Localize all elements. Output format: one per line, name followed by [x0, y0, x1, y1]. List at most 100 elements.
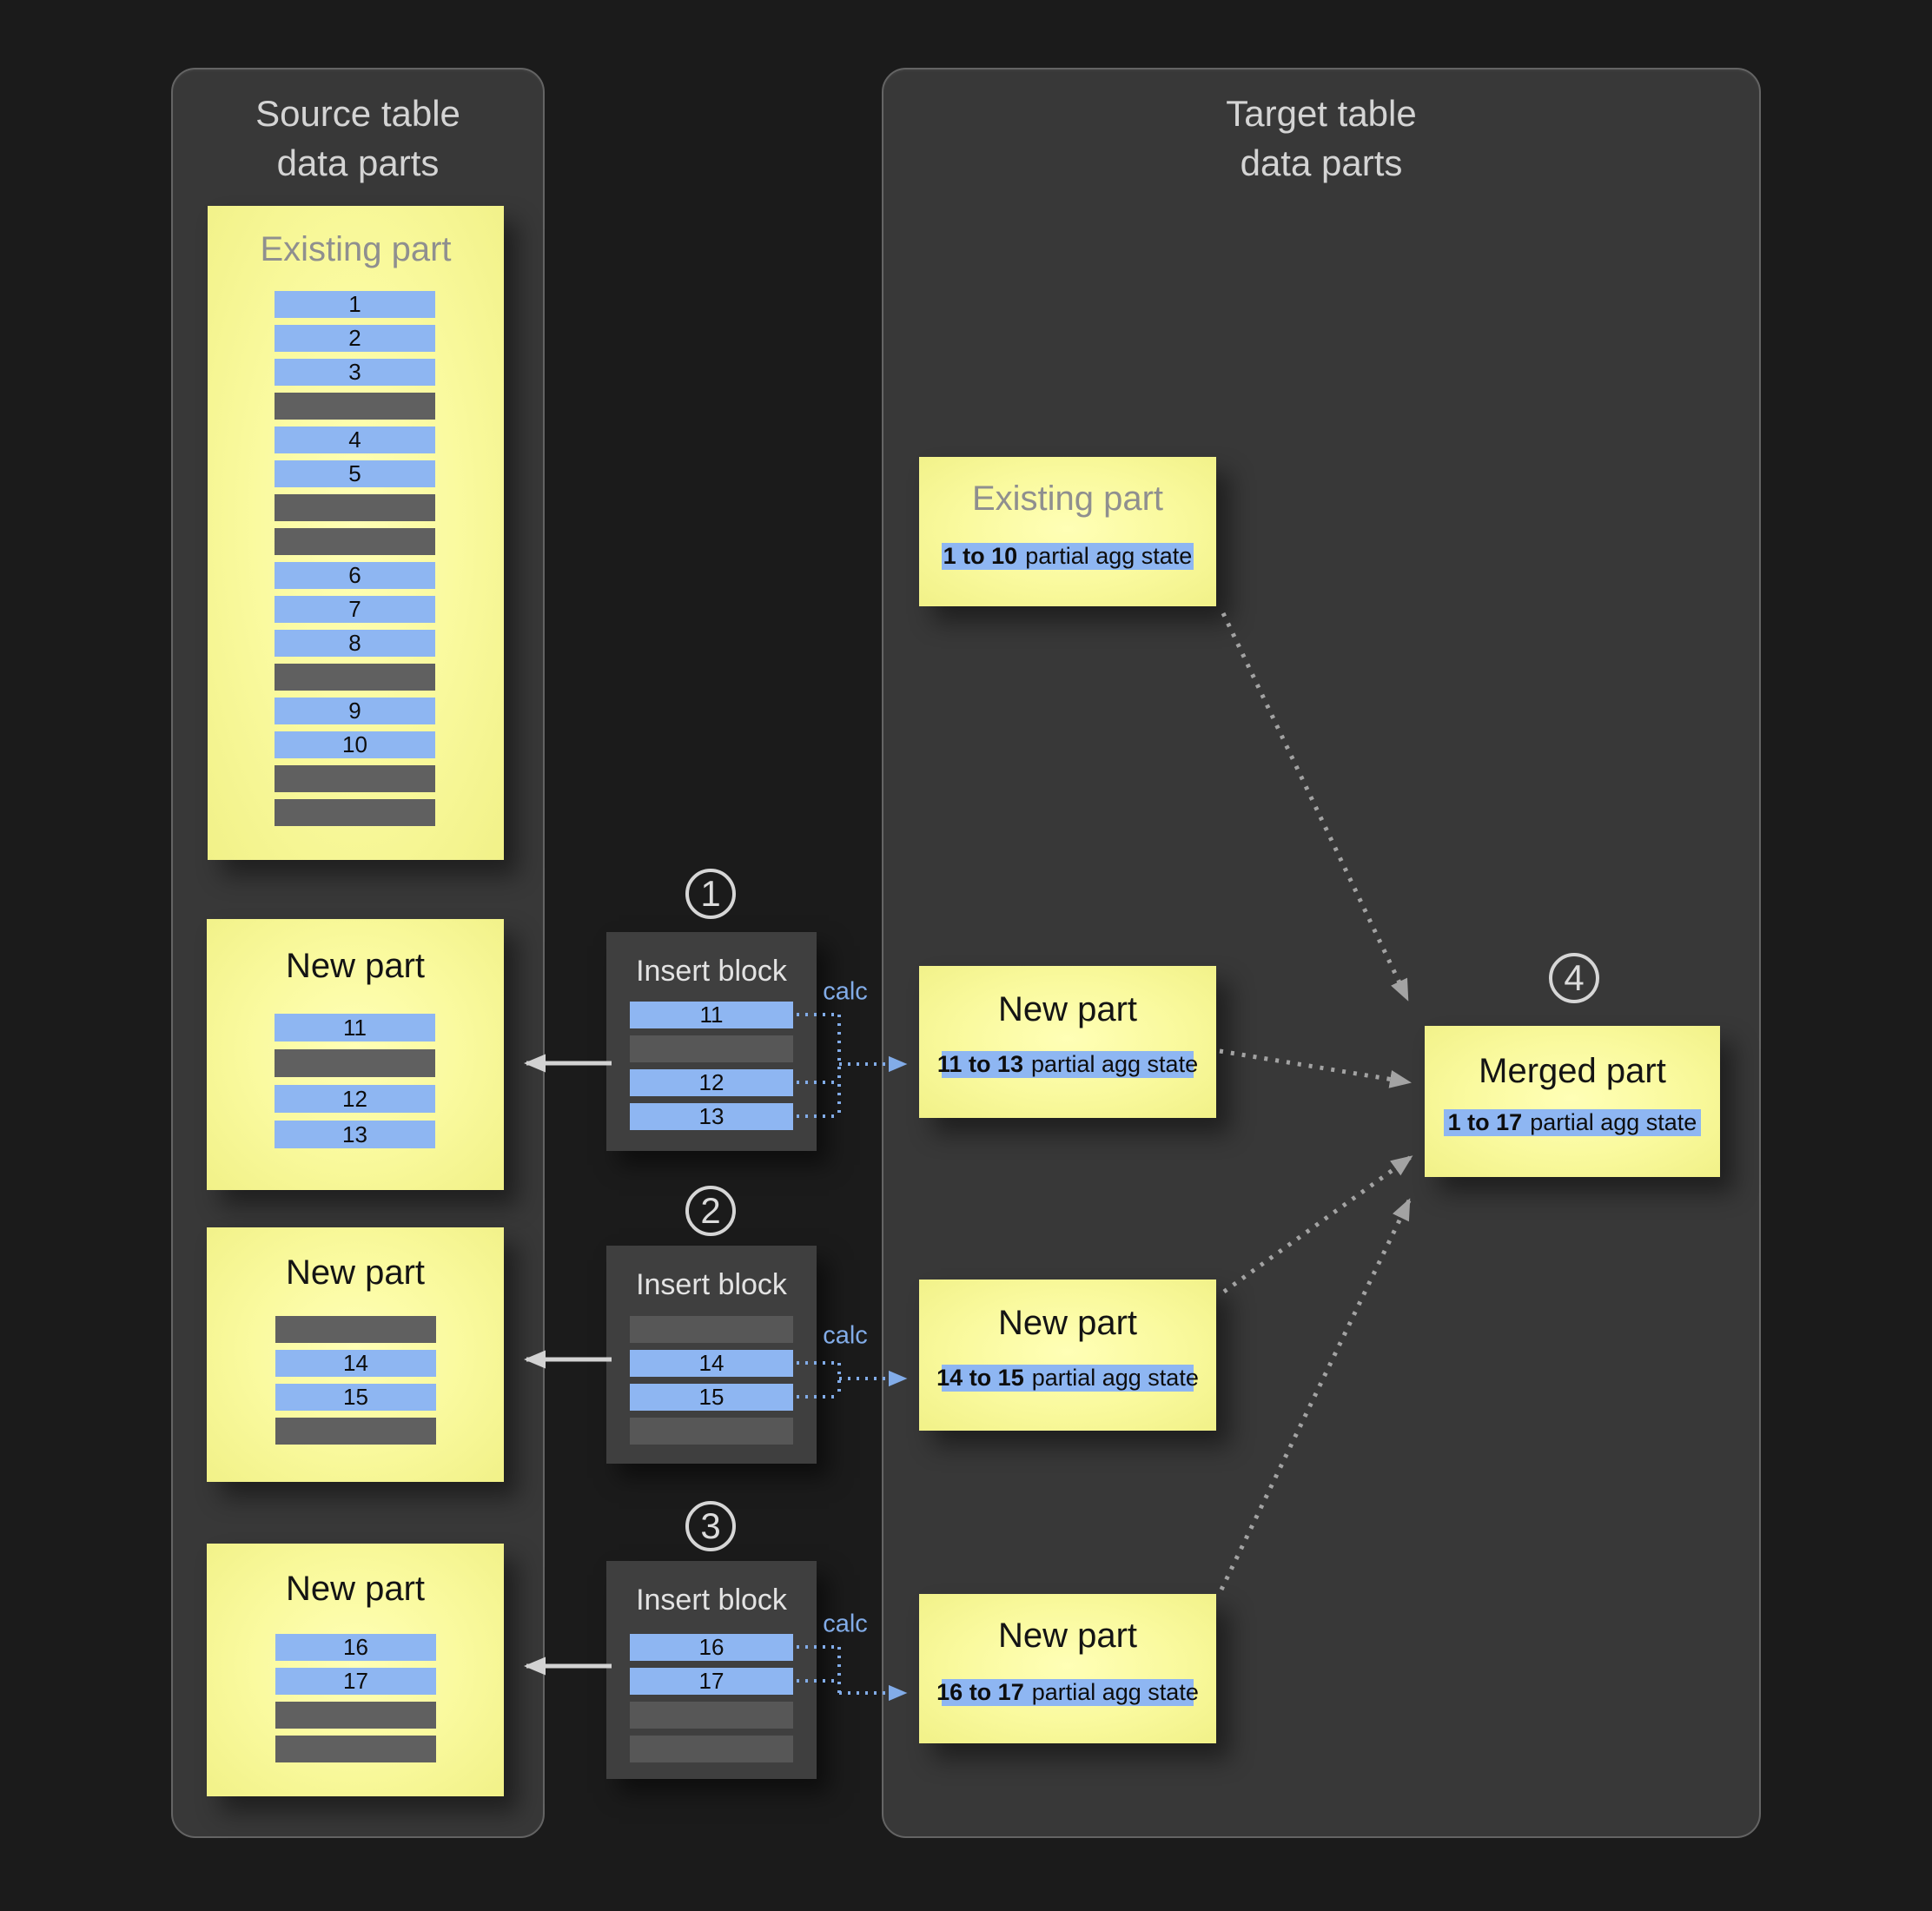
data-row: 2 [275, 325, 435, 352]
data-row: 5 [275, 460, 435, 487]
data-row: 1 [275, 291, 435, 318]
empty-row [275, 393, 435, 420]
merged-part-state: 1 to 17 partial agg state [1444, 1109, 1701, 1136]
data-row: 11 [630, 1002, 793, 1028]
target-new-part-3: New part 16 to 17 partial agg state [919, 1594, 1216, 1743]
agg-state-label: partial agg state [1031, 1679, 1199, 1705]
data-row: 11 [275, 1014, 435, 1041]
target-new-part-2: New part 14 to 15 partial agg state [919, 1280, 1216, 1431]
agg-range: 1 to 17 [1447, 1109, 1523, 1135]
merged-part-title: Merged part [1479, 1052, 1666, 1090]
empty-row [275, 765, 435, 792]
empty-row [630, 1702, 793, 1729]
data-row: 17 [275, 1668, 436, 1695]
source-new-part-3-title: New part [285, 1570, 426, 1608]
source-existing-part: Existing part 1 2 3 4 5 6 7 8 9 10 [208, 206, 504, 860]
calc-label-3: calc [823, 1610, 868, 1638]
step-2-badge: 2 [685, 1186, 736, 1236]
empty-row [275, 1316, 436, 1343]
data-row: 16 [275, 1634, 436, 1661]
agg-state-label: partial agg state [1530, 1109, 1697, 1135]
data-row: 8 [275, 630, 435, 657]
calc-label-1: calc [823, 977, 868, 1006]
data-row: 6 [275, 562, 435, 589]
target-new-part-3-state: 16 to 17 partial agg state [936, 1679, 1199, 1706]
data-row: 7 [275, 596, 435, 623]
source-new-part-1: New part 11 12 13 [207, 919, 504, 1190]
data-row: 16 [630, 1634, 793, 1661]
insert-block-1-rows: 11 12 13 [630, 1002, 793, 1130]
target-panel-title-line2: data parts [1240, 142, 1403, 183]
source-panel-title-line2: data parts [276, 142, 440, 183]
source-panel-title-line1: Source table [255, 93, 460, 134]
agg-state-label: partial agg state [1030, 1051, 1199, 1077]
source-existing-part-title: Existing part [260, 230, 452, 268]
target-new-part-1: New part 11 to 13 partial agg state [919, 966, 1216, 1118]
step-1-badge: 1 [685, 869, 736, 919]
empty-row [630, 1418, 793, 1445]
target-existing-part-state: 1 to 10 partial agg state [942, 543, 1194, 570]
source-panel-title: Source table data parts [173, 89, 543, 188]
agg-state-label: partial agg state [1025, 543, 1193, 569]
empty-row [275, 799, 435, 826]
target-existing-part-title: Existing part [971, 479, 1164, 518]
data-row: 17 [630, 1668, 793, 1695]
insert-block-1-title: Insert block [636, 955, 787, 988]
target-new-part-2-state: 14 to 15 partial agg state [936, 1365, 1199, 1392]
agg-range: 14 to 15 [936, 1365, 1024, 1391]
target-existing-part: Existing part 1 to 10 partial agg state [919, 457, 1216, 606]
empty-row [630, 1736, 793, 1762]
data-row: 12 [275, 1085, 435, 1113]
data-row: 9 [275, 698, 435, 724]
insert-block-2: Insert block 14 15 [606, 1246, 817, 1464]
data-row: 14 [630, 1350, 793, 1377]
step-4-badge: 4 [1549, 953, 1599, 1003]
empty-row [275, 1049, 435, 1077]
empty-row [275, 664, 435, 691]
data-row: 4 [275, 427, 435, 453]
empty-row [275, 1736, 436, 1762]
source-new-part-2-rows: 14 15 [275, 1316, 436, 1445]
insert-block-3-title: Insert block [636, 1584, 787, 1617]
target-table-panel: Target table data parts [882, 68, 1761, 1838]
insert-block-3-rows: 16 17 [630, 1634, 793, 1762]
empty-row [630, 1316, 793, 1343]
empty-row [275, 1702, 436, 1729]
data-row: 10 [275, 731, 435, 758]
data-row: 3 [275, 359, 435, 386]
agg-state-label: partial agg state [1031, 1365, 1199, 1391]
source-new-part-1-rows: 11 12 13 [275, 1014, 435, 1148]
source-new-part-2-title: New part [285, 1253, 426, 1292]
empty-row [275, 494, 435, 521]
data-row: 13 [275, 1121, 435, 1148]
data-row: 12 [630, 1069, 793, 1096]
insert-block-1: Insert block 11 12 13 [606, 932, 817, 1151]
source-new-part-3: New part 16 17 [207, 1544, 504, 1796]
source-new-part-2: New part 14 15 [207, 1227, 504, 1482]
merged-part: Merged part 1 to 17 partial agg state [1425, 1026, 1720, 1177]
target-new-part-2-title: New part [997, 1304, 1138, 1342]
target-new-part-3-title: New part [997, 1617, 1138, 1655]
data-row: 15 [630, 1384, 793, 1411]
empty-row [275, 528, 435, 555]
data-row: 14 [275, 1350, 436, 1377]
step-3-badge: 3 [685, 1501, 736, 1551]
agg-range: 1 to 10 [943, 543, 1018, 569]
insert-block-3: Insert block 16 17 [606, 1561, 817, 1779]
data-row: 13 [630, 1103, 793, 1130]
source-new-part-3-rows: 16 17 [275, 1634, 436, 1762]
empty-row [630, 1035, 793, 1062]
target-new-part-1-state: 11 to 13 partial agg state [937, 1051, 1198, 1078]
target-panel-title: Target table data parts [883, 89, 1759, 188]
data-row: 15 [275, 1384, 436, 1411]
agg-range: 11 to 13 [936, 1051, 1023, 1077]
source-new-part-1-title: New part [285, 947, 426, 985]
insert-block-2-rows: 14 15 [630, 1316, 793, 1445]
agg-range: 16 to 17 [936, 1679, 1024, 1705]
target-panel-title-line1: Target table [1226, 93, 1417, 134]
target-new-part-1-title: New part [997, 990, 1138, 1028]
source-existing-part-rows: 1 2 3 4 5 6 7 8 9 10 [275, 291, 435, 826]
calc-label-2: calc [823, 1321, 868, 1350]
insert-block-2-title: Insert block [636, 1268, 787, 1301]
